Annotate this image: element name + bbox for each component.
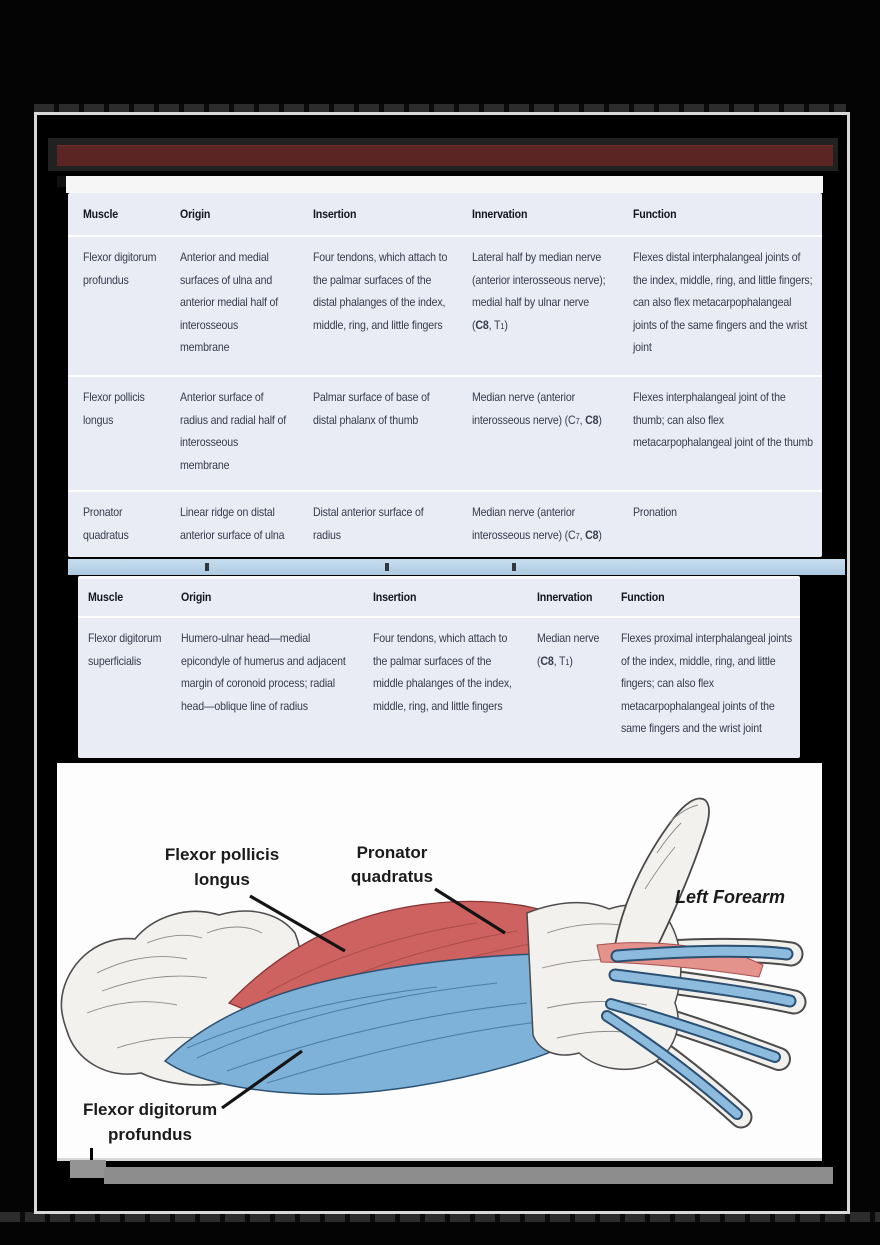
table1-header-row: Muscle Origin Insertion Innervation Func… xyxy=(68,193,822,235)
label-pronator-quadratus-line2: quadratus xyxy=(351,867,433,886)
table1-header-function: Function xyxy=(633,206,677,221)
cell-origin: Anterior surface of radius and radial ha… xyxy=(180,390,286,472)
table2-header-muscle: Muscle xyxy=(88,590,123,605)
cell-muscle: Flexor digitorum superficialis xyxy=(88,631,162,668)
cell-innervation: Median nerve (C8, T1) xyxy=(537,631,600,668)
table2-header-row: Muscle Origin Insertion Innervation Func… xyxy=(78,579,800,616)
cell-origin: Anterior and medial surfaces of ulna and… xyxy=(180,250,279,354)
shadow-square xyxy=(70,1160,106,1178)
table-row: Pronator quadratus Linear ridge on dista… xyxy=(68,490,822,557)
leader-fpl xyxy=(249,894,346,953)
scrollbar-mark xyxy=(205,563,209,571)
cell-innervation: Lateral half by median nerve (anterior i… xyxy=(472,250,606,332)
label-flexor-pollicis-longus-line2: longus xyxy=(194,870,250,889)
cell-origin: Linear ridge on distal anterior surface … xyxy=(180,505,285,542)
cell-origin: Humero-ulnar head—medial epicondyle of h… xyxy=(181,631,346,713)
cell-muscle: Flexor digitorum profundus xyxy=(83,250,157,287)
cell-function: Flexes proximal interphalangeal joints o… xyxy=(621,631,792,735)
cell-muscle: Pronator quadratus xyxy=(83,505,129,542)
label-left-forearm: Left Forearm xyxy=(675,887,785,907)
table-top-strip xyxy=(66,176,823,193)
scrollbar-mark xyxy=(512,563,516,571)
muscle-table-2: Muscle Origin Insertion Innervation Func… xyxy=(78,576,800,758)
cell-insertion: Palmar surface of base of distal phalanx… xyxy=(313,390,430,427)
table-row: Flexor digitorum superficialis Humero-ul… xyxy=(78,616,800,755)
forearm-figure: Flexor pollicis longus Pronator quadratu… xyxy=(57,763,822,1161)
forearm-illustration: Flexor pollicis longus Pronator quadratu… xyxy=(60,797,807,1144)
table1-header-muscle: Muscle xyxy=(83,206,118,221)
cell-muscle: Flexor pollicis longus xyxy=(83,390,145,427)
cell-function: Flexes interphalangeal joint of the thum… xyxy=(633,390,813,449)
table-row: Flexor pollicis longus Anterior surface … xyxy=(68,375,822,490)
label-flexor-pollicis-longus: Flexor pollicis xyxy=(165,845,279,864)
label-pronator-quadratus: Pronator xyxy=(357,843,428,862)
label-flexor-digitorum-profundus-line2: profundus xyxy=(108,1125,192,1144)
table1-header-innervation: Innervation xyxy=(472,206,528,221)
table2-header-origin: Origin xyxy=(181,590,212,605)
cell-insertion: Four tendons, which attach to the palmar… xyxy=(373,631,512,713)
scrollbar-mark xyxy=(385,563,389,571)
cell-function: Flexes distal interphalangeal joints of … xyxy=(633,250,813,354)
leader-fdp xyxy=(221,1049,303,1110)
cell-innervation: Median nerve (anterior interosseous nerv… xyxy=(472,390,602,427)
cursor-artifact xyxy=(90,1148,93,1164)
shadow-bar xyxy=(104,1167,833,1184)
table2-header-function: Function xyxy=(621,590,665,605)
cell-insertion: Distal anterior surface of radius xyxy=(313,505,424,542)
thumb xyxy=(614,797,710,957)
film-strip-bottom xyxy=(0,1212,880,1222)
table2-header-innervation: Innervation xyxy=(537,590,593,605)
flexor-digitorum-profundus-shape xyxy=(163,953,638,1095)
table1-header-insertion: Insertion xyxy=(313,206,357,221)
title-bar xyxy=(57,145,833,166)
cell-insertion: Four tendons, which attach to the palmar… xyxy=(313,250,448,332)
film-strip-top xyxy=(34,104,846,112)
label-flexor-digitorum-profundus: Flexor digitorum xyxy=(83,1100,217,1119)
cell-function: Pronation xyxy=(633,505,677,519)
table1-header-origin: Origin xyxy=(180,206,211,221)
leader-lines xyxy=(221,887,506,1110)
fdp-tendons xyxy=(601,944,797,1120)
table-row: Flexor digitorum profundus Anterior and … xyxy=(68,235,822,375)
cell-innervation: Median nerve (anterior interosseous nerv… xyxy=(472,505,602,542)
leader-pq xyxy=(434,887,506,935)
table2-header-insertion: Insertion xyxy=(373,590,417,605)
muscle-table-1: Muscle Origin Insertion Innervation Func… xyxy=(68,193,822,557)
horizontal-scrollbar[interactable] xyxy=(68,559,845,575)
strip-notch xyxy=(57,176,66,187)
